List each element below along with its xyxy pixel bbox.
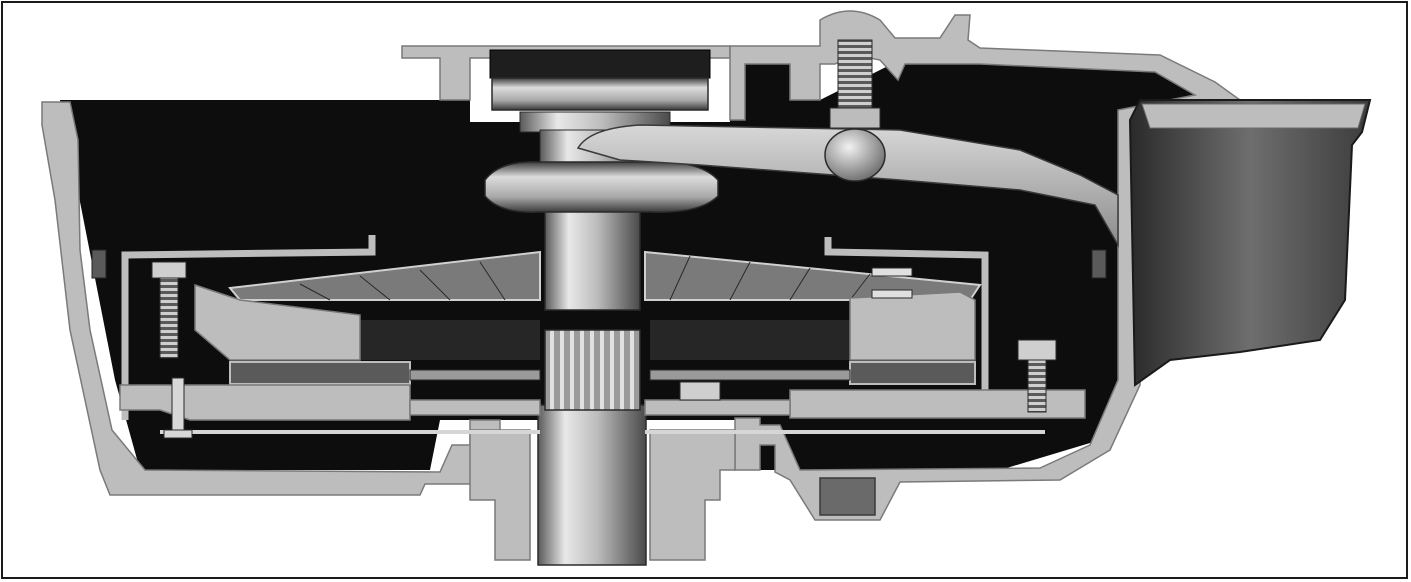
cover-bolt-right-icon <box>1017 339 1057 413</box>
diaphragm-spring <box>228 250 982 301</box>
input-shaft <box>537 199 647 566</box>
intermediate-plate <box>119 384 1086 421</box>
release-fork <box>576 124 1119 248</box>
clutch-cover <box>121 235 989 420</box>
pressure-plate <box>194 283 976 361</box>
cover-bolt-left-icon <box>151 261 187 359</box>
friction-disc <box>229 361 976 385</box>
nut-center-icon <box>679 381 721 401</box>
rivet-left-icon <box>163 377 193 439</box>
pivot-stud <box>824 39 886 182</box>
rivet-right-icon <box>871 267 913 299</box>
oil-pan <box>1128 99 1372 387</box>
pilot-bearing <box>489 49 711 133</box>
flywheel <box>91 249 1107 360</box>
